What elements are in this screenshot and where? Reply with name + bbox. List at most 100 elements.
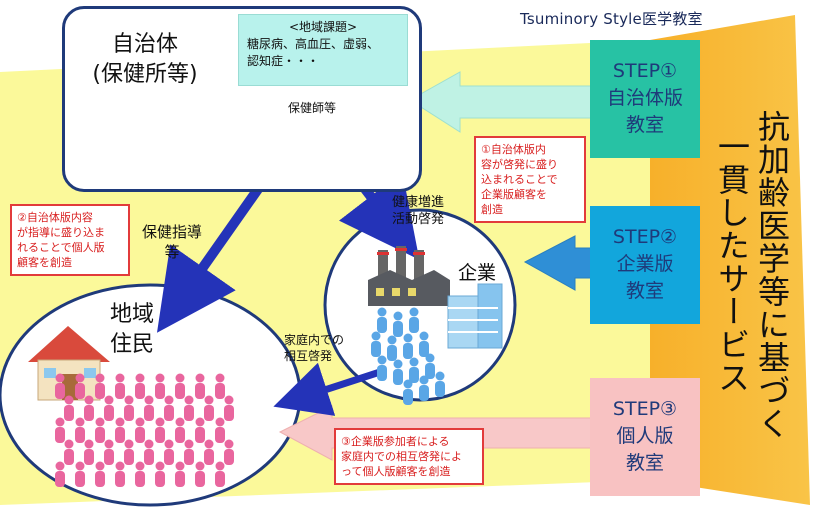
resident-person [84,395,94,421]
residents-line2: 住民 [110,332,155,357]
resident-person [55,417,65,443]
resident-person [215,373,225,399]
resident-person [195,417,205,443]
resident-person [155,373,165,399]
resident-person [55,461,65,487]
callout-1-line2: 容が啓発に盛り [481,158,558,171]
residents-group [55,373,234,487]
resident-person [224,395,234,421]
resident-person [75,461,85,487]
company-employee-person [435,371,445,397]
step1-line1: STEP① [612,60,678,82]
callout-1-line3: 込まれることで [481,173,558,186]
resident-person [95,417,105,443]
home-mutual-line2: 相互啓発 [284,349,333,363]
resident-person [175,417,185,443]
resident-person [204,439,214,465]
company-employee-person [419,331,429,357]
callout-3-line2: 家庭内での相互啓発によ [341,450,462,463]
resident-person [195,373,205,399]
health-promotion-label: 健康増進 活動啓発 [392,194,444,228]
resident-person [135,373,145,399]
step2-label: STEP② 企業版 教室 [590,224,700,305]
health-staff-label: 保健師等 [288,101,337,115]
resident-person [124,395,134,421]
resident-person [115,417,125,443]
resident-person [175,373,185,399]
callout-1-line1: ①自治体版内 [481,143,546,156]
company-employee-person [403,379,413,405]
company-employee-person [425,353,435,379]
resident-person [215,461,225,487]
residents-label: 地域 住民 [110,300,154,360]
resident-person [144,439,154,465]
callout-2-line2: が指導に盛り込ま [17,226,105,239]
step2-box [590,206,700,324]
resident-person [64,395,74,421]
health-promotion-line2: 活動啓発 [392,212,445,227]
resident-person [115,461,125,487]
company-employee-person [371,331,381,357]
resident-person [95,373,105,399]
step3-line1: STEP③ [612,398,678,420]
resident-person [184,439,194,465]
resident-person [124,439,134,465]
health-guidance-line2: 等 [164,243,180,261]
municipality-title: 自治体 (保健所等) [90,30,200,90]
resident-person [164,395,174,421]
resident-person [155,417,165,443]
resident-person [135,461,145,487]
step3-line2: 個人版 [616,425,674,447]
step1-line3: 教室 [625,114,664,136]
step1-box [590,40,700,158]
company-employee-person [377,307,387,333]
resident-person [175,461,185,487]
banner-column-2: 一貫したサービス [713,130,751,394]
regional-issues-box: <地域課題> 糖尿病、高血圧、虚弱、 認知症・・・ [238,14,408,86]
step1-line2: 自治体版 [606,87,683,109]
resident-person [104,439,114,465]
resident-person [104,395,114,421]
resident-person [135,417,145,443]
issues-header: <地域課題> [288,20,358,34]
resident-person [115,373,125,399]
company-employee-person [419,375,429,401]
health-promotion-line1: 健康増進 [392,195,445,210]
step3-label: STEP③ 個人版 教室 [590,396,700,477]
company-employee-person [387,335,397,361]
resident-person [184,395,194,421]
resident-person [164,439,174,465]
home-mutual-line1: 家庭内での [284,333,345,347]
company-employees-group [371,307,445,405]
health-guidance-line1: 保健指導 [142,223,203,241]
home-arrow [273,362,382,416]
resident-person [75,417,85,443]
callout-3-line3: って個人版顧客を創造 [341,465,451,478]
factory-icon [368,246,450,306]
banner-column-1: 抗加齢医学等に基づく [753,110,791,440]
step2-line2: 企業版 [616,253,674,275]
resident-person [195,461,205,487]
resident-person [155,461,165,487]
callout-2-line4: 顧客を創造 [17,256,72,269]
resident-person [224,439,234,465]
company-employee-person [393,311,403,337]
resident-person [215,417,225,443]
step3-box [590,378,700,496]
company-employee-person [409,307,419,333]
resident-person [84,439,94,465]
company-employee-person [403,333,413,359]
callout-3: ③企業版参加者による 家庭内での相互啓発によ って個人版顧客を創造 [334,428,484,485]
health-guidance-label: 保健指導 等 [142,222,202,262]
municipality-title-line1: 自治体 [111,32,178,57]
company-employee-person [393,359,403,385]
callout-1: ①自治体版内 容が啓発に盛り 込まれることで 企業版顧客を 創造 [474,136,586,223]
callout-1-line4: 企業版顧客を [481,188,547,201]
callout-2: ②自治体版内容 が指導に盛り込ま れることで個人版 顧客を創造 [10,204,130,276]
callout-3-line1: ③企業版参加者による [341,435,450,448]
company-employee-person [377,355,387,381]
callout-2-line3: れることで個人版 [17,241,105,254]
step3-line3: 教室 [625,452,664,474]
company-label: 企業 [458,262,497,284]
resident-person [144,395,154,421]
